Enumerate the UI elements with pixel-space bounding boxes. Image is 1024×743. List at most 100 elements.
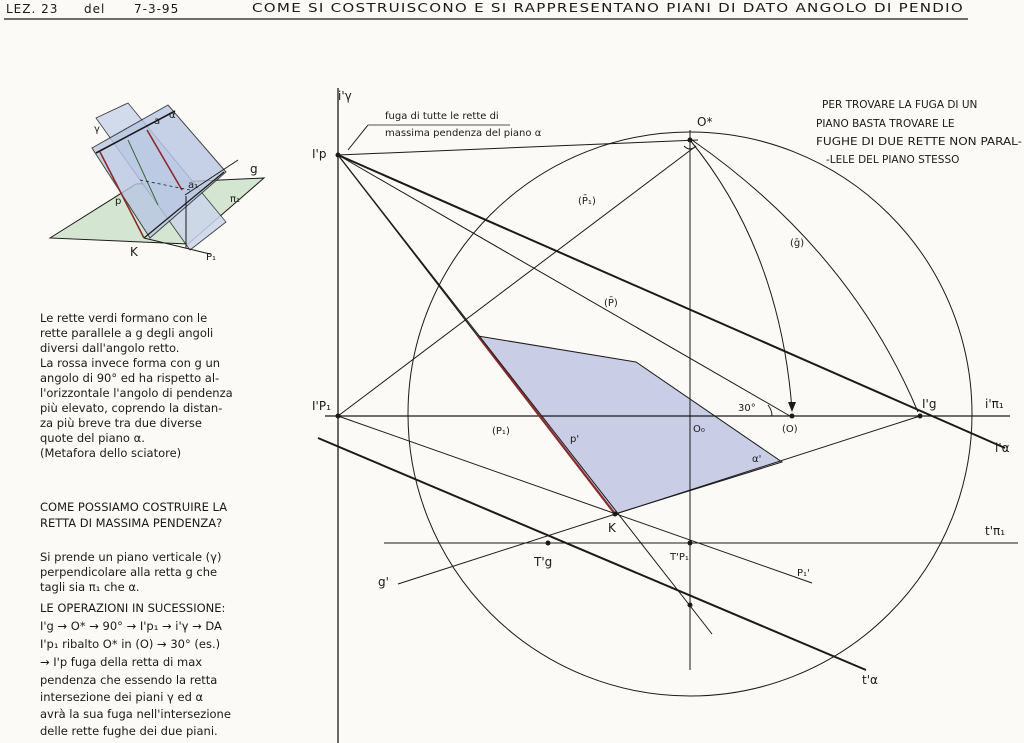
right-note-line-1: PIANO BASTA TROVARE LE [816,118,954,130]
label-alpha-prime: α' [752,454,761,465]
label-Ig: I'g [922,397,936,411]
points [335,137,923,608]
right-note-line-2: FUGHE DI DUE RETTE NON PARAL- [816,136,1022,148]
para2-line-2: tagli sia π₁ che α. [40,580,140,594]
para1-line-6: più elevato, coprendo la distan- [40,401,222,415]
label-IP1: I'P₁ [312,399,331,413]
diagram-labels: i'γ fuga di tutte le rette di massima pe… [312,89,1010,687]
header-del: del [84,2,105,16]
label-p-prime: p' [570,434,579,445]
para2-line-4: I'g → O* → 90° → I'p₁ → i'γ → DA [40,619,222,633]
label-g-prime: g' [378,575,389,589]
label-i-alpha: i'α [995,441,1010,455]
label-O0: O₀ [693,424,705,435]
angle-30-arc [767,404,773,417]
label-Ip: I'p [312,147,326,161]
label-t-pi1: t'π₁ [985,524,1005,538]
label-P1-bar: (P̄₁) [578,194,596,207]
line-Ip-TP1 [337,154,713,635]
para1-line-7: za più breve tra due diverse [40,416,202,430]
label-P1-paren: (P₁) [492,426,510,437]
para2-line-3: LE OPERAZIONI IN SUCESSIONE: [40,601,225,615]
header-lesson: LEZ. 23 [6,2,58,16]
left-text: Le rette verdi formano con le rette para… [40,311,233,738]
label-g-bar: (ḡ) [790,238,804,249]
right-note: PER TROVARE LA FUGA DI UN PIANO BASTA TR… [816,99,1022,166]
header-title: COME SI COSTRUISCONO E SI RAPPRESENTANO … [252,1,964,15]
para2-line-6: → I'p fuga della retta di max [40,655,202,669]
sketch-label-pi1: π₁ [230,194,240,205]
para2-line-9: avrà la sua fuga nell'intersezione [40,707,231,721]
para1-line-9: (Metafora dello sciatore) [40,446,181,460]
point-Ostar [687,137,693,143]
right-angle-mark [683,145,697,150]
sketch-edge-bottom [143,171,225,239]
sketch-dashed-line [139,179,191,191]
para2-line-0: Si prende un piano verticale (γ) [40,550,221,564]
label-K: K [608,521,617,535]
label-P-bar: (P̄) [604,296,618,309]
sketch-label-P1: P₁ [206,252,216,263]
para2-line-7: pendenza che essendo la retta [40,673,217,687]
right-note-line-3: -LELE DEL PIANO STESSO [826,154,959,166]
right-note-line-0: PER TROVARE LA FUGA DI UN [822,99,977,111]
sketch-green-line [127,139,159,206]
line-p-prime-red [477,335,616,515]
fuga-note-line-0: fuga di tutte le rette di [385,111,499,122]
fuga-note-leader [347,124,369,151]
point-Ip [335,152,341,158]
para1-line-1: rette parallele a g degli angoli [40,326,213,340]
sketch-label-p: p [115,196,121,207]
point-talpha-cross [687,602,693,608]
point-K [612,511,618,517]
line-g-prime [397,415,921,585]
para1-line-0: Le rette verdi formano con le [40,311,207,325]
sketch-label-K: K [130,245,139,259]
point-IP1 [335,413,341,419]
para2-line-8: intersezione dei piani γ ed α [40,690,204,704]
para1-line-8: quote del piano α. [40,431,145,445]
para2-line-10: delle rette fughe dei due piani. [40,724,218,738]
sketch-red-segment [146,129,183,191]
para1-line-5: l'orizzontale l'angolo di pendenza [40,386,233,400]
para2-line-1: perpendicolare alla retta g che [40,565,217,579]
label-TP1: T'P₁ [669,552,689,563]
sketch-alpha-plane [91,104,227,239]
line-i-alpha [337,154,1006,449]
line-Ip-O [337,154,791,417]
line-t-alpha [317,437,867,671]
point-O [789,413,795,419]
plane-alpha-shape [476,335,784,515]
question-line-0: COME POSSIAMO COSTRUIRE LA [40,500,227,514]
label-t-alpha: t'α [862,673,878,687]
sketch-label-a: a [154,116,160,127]
label-30deg: 30° [738,403,756,414]
label-Ostar: O* [697,115,712,129]
label-i-pi1: i'π₁ [985,397,1004,411]
para1-line-4: angolo di 90° ed ha rispetto al- [40,371,219,385]
header: LEZ. 23 del 7-3-95 COME SI COSTRUISCONO … [4,1,968,20]
label-Tg: T'g [533,555,552,569]
label-i-gamma: i'γ [338,89,352,103]
label-O-paren: (O) [782,424,798,435]
point-TP1 [687,540,693,546]
arc-arrowhead [788,402,796,412]
sketch-label-g: g [250,162,258,176]
arc-rotation-O [689,139,793,411]
line-IP1-Ostar [337,145,697,417]
para1-line-2: diversi dall'angolo retto. [40,341,179,355]
para1-line-3: La rossa invece forma con g un [40,356,220,370]
line-Ip-Ostar [337,139,699,156]
line-IP1-P1prime [337,415,813,584]
header-date: 7-3-95 [134,2,179,16]
sketch-label-a1: a₁ [188,180,198,191]
sketch-edge-top [95,110,176,154]
sketch-label-gamma: γ [94,124,100,135]
fuga-note-line-1: massima pendenza del piano α [385,128,542,139]
para2-line-5: I'p₁ ribalto O* in (O) → 30° (es.) [40,637,220,651]
sketch-g-line [184,159,239,196]
sketch-p1-line [143,237,211,255]
construction [317,88,1018,743]
question-line-1: RETTA DI MASSIMA PENDENZA? [40,516,222,530]
